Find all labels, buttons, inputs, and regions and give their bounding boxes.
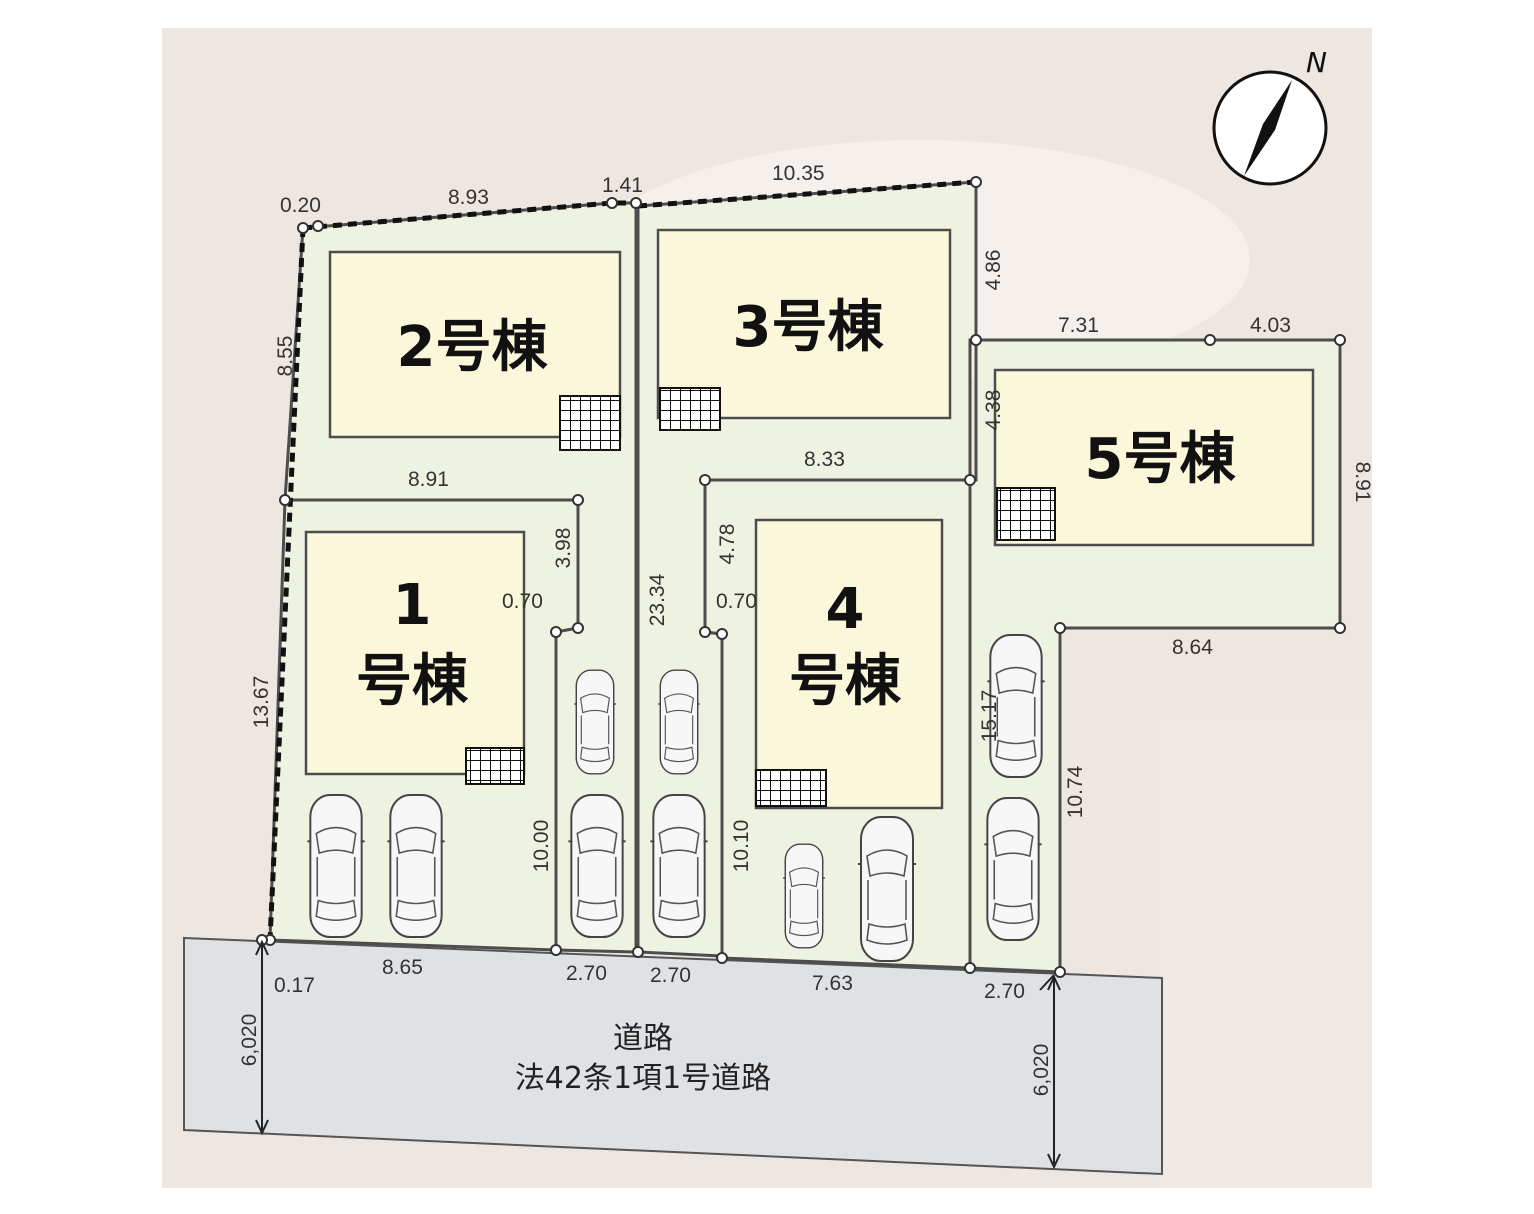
- car-3a: [657, 669, 701, 775]
- dim-v-1010: 10.10: [730, 820, 753, 873]
- road-width-left: 6,020: [238, 1014, 261, 1067]
- compass: N: [1212, 46, 1328, 186]
- dim-bottom-864: 8.64: [1172, 636, 1213, 659]
- road-width-right: 6,020: [1030, 1044, 1053, 1097]
- road-width-markers: [255, 939, 1061, 1170]
- dim-top-141: 1.41: [602, 174, 643, 197]
- dim-v-1000: 10.00: [530, 820, 553, 873]
- house-4: [754, 518, 944, 810]
- dim-top-403: 4.03: [1250, 314, 1291, 337]
- boundary-nodes: [256, 176, 1346, 978]
- compass-label: N: [1306, 46, 1327, 79]
- building-label-1-number: 1: [393, 573, 432, 638]
- deck-2: [559, 395, 621, 451]
- car-1a: [306, 793, 366, 939]
- dim-top-020: 0.20: [280, 194, 321, 217]
- road-subtitle: 法42条1項1号道路: [515, 1061, 771, 1096]
- dim-v-1074: 10.74: [1064, 765, 1087, 818]
- dim-bottom-270c: 2.70: [984, 980, 1025, 1003]
- compass-needle-icon: [1244, 80, 1292, 176]
- car-5b: [983, 796, 1043, 942]
- house-3: [656, 228, 952, 420]
- boundary-left: [267, 227, 306, 941]
- dim-v-478: 4.78: [716, 524, 739, 565]
- building-label-5: 5号棟: [1085, 427, 1237, 492]
- dim-top-893: 8.93: [448, 186, 489, 209]
- dim-left-1367: 13.67: [250, 676, 273, 729]
- road-title: 道路: [613, 1021, 673, 1056]
- deck-4: [755, 769, 827, 807]
- house-1: [304, 530, 526, 776]
- dim-bottom-017: 0.17: [274, 974, 315, 997]
- building-label-2: 2号棟: [397, 315, 549, 380]
- dim-bottom-763: 7.63: [812, 972, 853, 995]
- car-1b: [386, 793, 446, 939]
- dim-top-1035: 10.35: [772, 162, 825, 185]
- dim-right-486: 4.86: [982, 250, 1005, 291]
- car-4b: [856, 815, 918, 963]
- boundary-top-right: [637, 179, 977, 209]
- dim-mid-891: 8.91: [408, 468, 449, 491]
- car-3b: [649, 793, 709, 939]
- dim-notch-070a: 0.70: [502, 590, 543, 613]
- car-2b: [567, 793, 627, 939]
- building-label-1-suffix: 号棟: [356, 649, 469, 714]
- dim-v-157: 15.17: [978, 690, 1001, 743]
- car-2a: [573, 669, 617, 775]
- dim-bottom-865: 8.65: [382, 956, 423, 979]
- dim-right-891: 8.91: [1351, 462, 1374, 503]
- building-label-3: 3号棟: [733, 295, 885, 360]
- dim-top-731: 7.31: [1058, 314, 1099, 337]
- dim-v-2334: 23.34: [646, 573, 669, 626]
- dim-side-438: 4.38: [982, 390, 1005, 431]
- dim-v-398: 3.98: [552, 528, 575, 569]
- dim-mid-833: 8.33: [804, 448, 845, 471]
- dim-bottom-270a: 2.70: [566, 962, 607, 985]
- dim-left-855: 8.55: [274, 336, 297, 377]
- car-4a: [782, 843, 826, 949]
- deck-5: [996, 487, 1056, 541]
- building-label-4-suffix: 号棟: [789, 649, 902, 714]
- road-area: [183, 936, 1163, 1176]
- dim-bottom-270b: 2.70: [650, 964, 691, 987]
- deck-1: [465, 747, 525, 785]
- deck-3: [659, 387, 721, 431]
- dim-notch-070b: 0.70: [716, 590, 757, 613]
- background-floor: [1160, 720, 1372, 1188]
- building-label-4-number: 4: [826, 577, 865, 642]
